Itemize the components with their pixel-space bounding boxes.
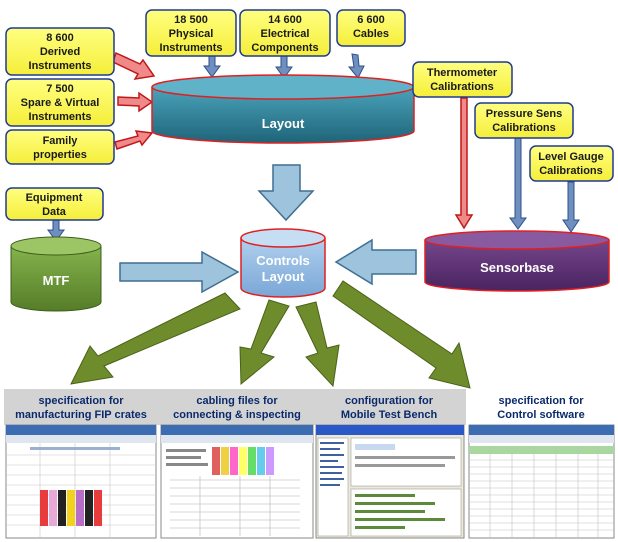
svg-text:7 500: 7 500 (46, 83, 74, 95)
svg-text:Cables: Cables (353, 28, 389, 40)
arrow-layout-to-controls (257, 164, 315, 222)
spreadsheet-cabling-icon (160, 424, 314, 539)
note-spare-virtual-instruments: 7 500 Spare & Virtual Instruments (5, 78, 115, 127)
svg-text:18 500: 18 500 (174, 14, 208, 26)
svg-text:Instruments: Instruments (29, 111, 92, 123)
svg-text:Pressure Sens: Pressure Sens (486, 108, 562, 120)
svg-text:Calibrations: Calibrations (430, 81, 494, 93)
svg-text:configuration for: configuration for (345, 395, 434, 407)
output-fip-crates: specification for manufacturing FIP crat… (5, 395, 157, 539)
svg-text:Spare & Virtual: Spare & Virtual (21, 97, 100, 109)
arrow-derived-to-layout (112, 51, 156, 80)
svg-text:Derived: Derived (40, 46, 80, 58)
output-label-band (4, 389, 466, 425)
svg-text:Instruments: Instruments (160, 42, 223, 54)
mtf-label: MTF (43, 273, 70, 288)
svg-text:properties: properties (33, 149, 87, 161)
arrow-pressure-to-sensorbase (509, 137, 527, 230)
svg-text:Mobile Test Bench: Mobile Test Bench (341, 409, 438, 421)
spreadsheet-crate-icon (5, 424, 157, 539)
sensorbase-label: Sensorbase (480, 260, 554, 275)
svg-text:14 600: 14 600 (268, 14, 302, 26)
svg-text:8 600: 8 600 (46, 32, 74, 44)
spreadsheet-table-icon (468, 424, 615, 539)
note-cables: 6 600 Cables (336, 9, 406, 47)
arrow-physical-to-layout (203, 53, 221, 78)
note-physical-instruments: 18 500 Physical Instruments (145, 9, 237, 57)
controls-layout-database: Controls Layout (240, 228, 326, 298)
svg-text:Control software: Control software (497, 409, 584, 421)
svg-text:connecting & inspecting: connecting & inspecting (173, 409, 301, 421)
output-mobile-test-bench: configuration for Mobile Test Bench (315, 395, 465, 539)
note-derived-instruments: 8 600 Derived Instruments (5, 27, 115, 76)
arrow-thermo-to-sensorbase (454, 97, 474, 230)
mtf-database: MTF (10, 236, 102, 312)
svg-text:Electrical: Electrical (261, 28, 310, 40)
arrow-family-to-layout (114, 130, 154, 150)
arrow-sensorbase-to-controls (334, 238, 417, 286)
svg-text:cabling files for: cabling files for (196, 395, 278, 407)
arrow-level-to-sensorbase (562, 181, 580, 233)
svg-text:6 600: 6 600 (357, 14, 385, 26)
note-thermometer-calibrations: Thermometer Calibrations (412, 61, 513, 98)
svg-text:Physical: Physical (169, 28, 214, 40)
controls-label-line2: Layout (262, 269, 305, 284)
svg-text:specification for: specification for (499, 395, 585, 407)
output-control-software: specification for Control software (468, 395, 615, 539)
layout-database: Layout (151, 74, 415, 144)
note-equipment-data: Equipment Data (5, 187, 104, 221)
controls-label-line1: Controls (256, 253, 309, 268)
arrow-spare-to-layout (117, 91, 154, 113)
svg-text:Calibrations: Calibrations (539, 165, 603, 177)
sensorbase-database: Sensorbase (424, 230, 610, 292)
arrow-controls-to-output-4 (332, 280, 471, 389)
svg-text:Level Gauge: Level Gauge (538, 151, 603, 163)
svg-text:Equipment: Equipment (26, 192, 83, 204)
arrow-controls-to-output-2 (239, 299, 290, 386)
svg-text:manufacturing FIP crates: manufacturing FIP crates (15, 409, 147, 421)
arrow-controls-to-output-3 (295, 301, 340, 388)
app-window-icon (315, 424, 465, 539)
layout-label: Layout (262, 116, 305, 131)
svg-text:Thermometer: Thermometer (427, 67, 498, 79)
svg-text:Data: Data (42, 206, 67, 218)
svg-text:Instruments: Instruments (29, 60, 92, 72)
svg-text:Calibrations: Calibrations (492, 122, 556, 134)
note-pressure-calibrations: Pressure Sens Calibrations (474, 102, 574, 139)
svg-text:Family: Family (43, 135, 79, 147)
svg-text:specification for: specification for (39, 395, 125, 407)
svg-text:Components: Components (251, 42, 318, 54)
note-electrical-components: 14 600 Electrical Components (239, 9, 331, 57)
arrow-mtf-to-controls (119, 250, 240, 294)
output-cabling-files: cabling files for connecting & inspectin… (160, 395, 314, 539)
arrow-cables-to-layout (347, 53, 365, 79)
arrow-controls-to-output-1 (70, 292, 241, 385)
note-family-properties: Family properties (5, 129, 115, 165)
note-level-calibrations: Level Gauge Calibrations (529, 145, 614, 182)
